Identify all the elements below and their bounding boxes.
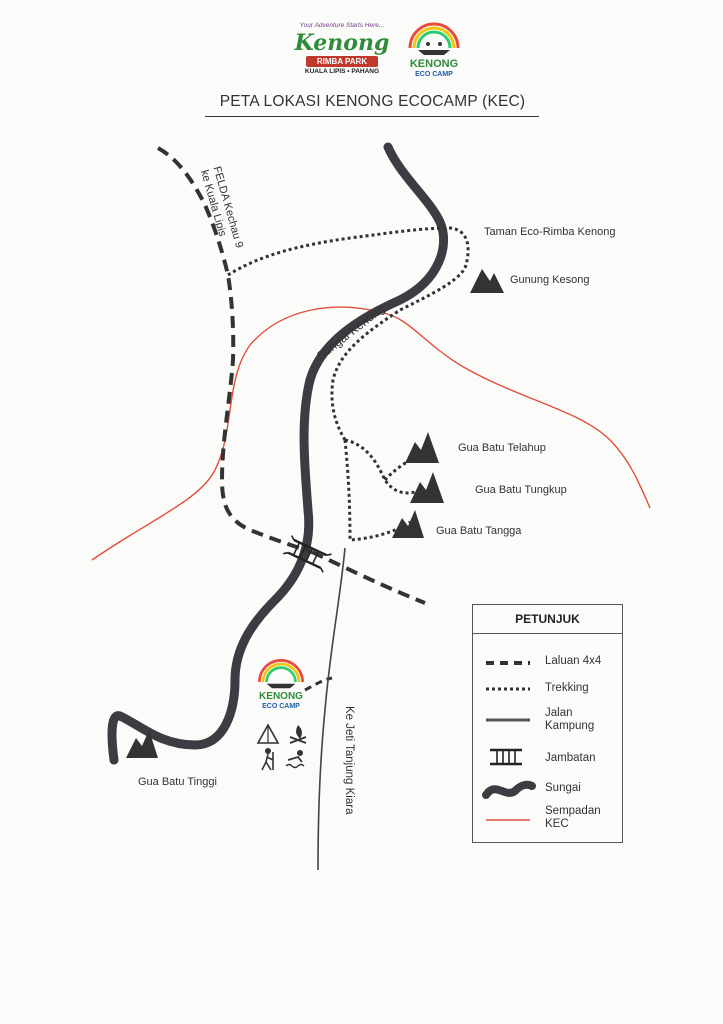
label-gunung-kesong: Gunung Kesong (510, 274, 590, 286)
jalan-kampung-road (317, 547, 346, 871)
kenong-ecocamp-map-logo: KENONG ECO CAMP (252, 655, 310, 719)
legend-title: PETUNJUK (473, 605, 622, 634)
logo-tagline: Your Adventure Starts Here... (299, 22, 385, 29)
label-taman-eco-rimba: Taman Eco-Rimba Kenong (484, 226, 616, 238)
map-logo-name: KENONG (259, 691, 303, 702)
route-4x4-east (311, 550, 426, 605)
cave-icon (410, 472, 444, 503)
cave-icon (392, 510, 424, 538)
trekking-route-caves (343, 438, 421, 542)
bridge-icon (283, 535, 332, 573)
legend: PETUNJUK Laluan 4x4 Trekking Jalan Kampu… (472, 604, 623, 843)
title-underline (205, 116, 539, 117)
swimmer-icon (285, 750, 305, 769)
logo-place: KUALA LIPIS • PAHANG (304, 68, 380, 75)
campfire-icon (289, 725, 307, 744)
label-ke-jeti: Ke Jeti Tanjung Kiara (343, 706, 355, 815)
cave-icon (405, 432, 439, 463)
logo-name: Kenong (294, 30, 390, 56)
logo-sub: RIMBA PARK (306, 56, 378, 67)
ecocamp-logo-name: KENONG (409, 58, 459, 70)
page-title: PETA LOKASI KENONG ECOCAMP (KEC) (219, 93, 526, 110)
mountain-icon (470, 269, 504, 293)
bridge-icon (490, 748, 522, 766)
cave-icon (126, 730, 158, 758)
ecocamp-logo-sub: ECO CAMP (415, 71, 453, 78)
route-4x4-north (156, 146, 313, 554)
hiker-icon (261, 748, 274, 771)
kenong-rimba-park-logo: Your Adventure Starts Here... Kenong RIM… (284, 22, 400, 78)
label-gua-batu-telahup: Gua Batu Telahup (458, 442, 546, 454)
ecocamp-rainbow-icon (408, 22, 460, 55)
legend-symbols (482, 661, 536, 821)
tent-icon (256, 723, 280, 744)
sungai-kenong-river (107, 142, 449, 765)
route-4x4-camp (304, 676, 333, 692)
kenong-ecocamp-logo: KENONG ECO CAMP (404, 18, 464, 80)
label-gua-batu-tinggi: Gua Batu Tinggi (138, 776, 217, 788)
trekking-route-north (227, 226, 470, 441)
label-gua-batu-tangga: Gua Batu Tangga (436, 525, 522, 537)
map-logo-sub: ECO CAMP (262, 703, 300, 710)
kec-border-line (91, 306, 651, 561)
ecocamp-rainbow-icon (258, 659, 304, 689)
label-gua-batu-tungkup: Gua Batu Tungkup (475, 484, 567, 496)
